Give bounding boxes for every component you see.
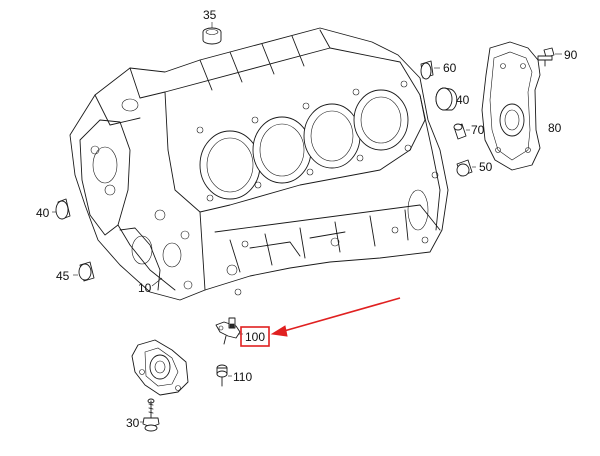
label-30: 30 [126,416,140,430]
part-90-bolt: 90 [537,47,578,67]
head-bolt-holes [196,80,412,202]
part-40-plug-left: 40 [36,198,71,220]
label-60: 60 [443,61,457,75]
part-30-bolt: 30 [126,398,160,432]
engine-block [69,27,449,301]
highlight-arrow-shaft [283,297,401,332]
label-90: 90 [564,48,578,62]
cylinder-bores [199,89,409,200]
part-110-bolt: 110 [216,364,252,387]
part-35-bush: 35 [202,8,222,45]
part-70-dowel: 70 [453,123,485,140]
label-50: 50 [479,160,493,174]
label-80: 80 [548,121,562,135]
part-60-plug: 60 [420,60,457,80]
label-70: 70 [471,123,485,137]
highlight-callout [240,297,401,347]
part-40-plug-right: 40 [435,87,470,111]
part-45-plug: 45 [56,261,95,283]
label-100: 100 [245,330,265,344]
part-80-cover-plate: 80 [481,41,562,171]
label-35: 35 [203,8,217,22]
label-40-right: 40 [456,93,470,107]
part-50-plug: 50 [456,159,493,177]
label-40-left: 40 [36,206,50,220]
highlight-box [240,326,270,347]
label-45: 45 [56,269,70,283]
bearing-cap-bracket [131,339,189,396]
label-10: 10 [138,281,152,295]
label-110: 110 [233,370,252,384]
highlight-arrow-head [270,325,288,337]
